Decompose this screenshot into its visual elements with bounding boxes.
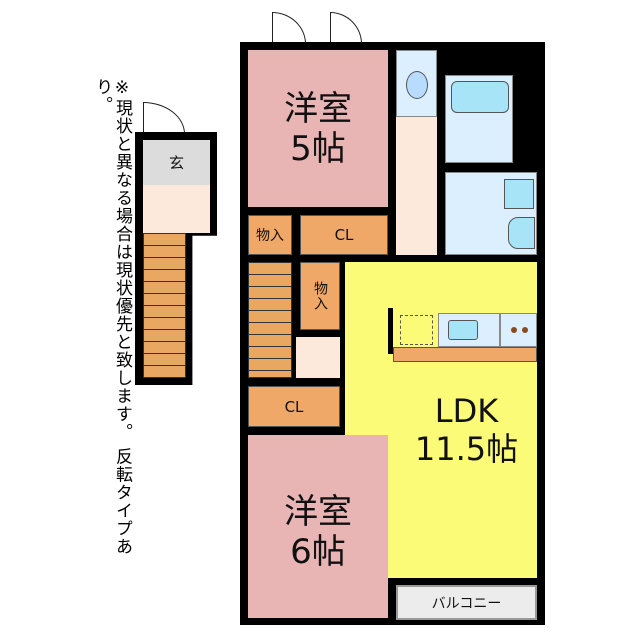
room-name: 洋室 (284, 491, 352, 532)
washing-machine-icon (504, 179, 534, 209)
entrance-door (143, 102, 185, 134)
toilet (396, 50, 437, 117)
stove-burner-icon (522, 327, 528, 333)
western-room-5: 洋室 5帖 (248, 50, 388, 207)
disclaimer-note: ※現状と異なる場合は現状優先と致します。 反転タイプあり。 (92, 78, 132, 556)
sink-icon (448, 320, 478, 340)
entrance-stairs (143, 233, 186, 378)
balcony: バルコニー (396, 585, 537, 620)
closet-2: CL (248, 386, 340, 427)
western-room-6: 洋室 6帖 (248, 435, 388, 618)
stove (500, 313, 537, 347)
hallway (396, 117, 437, 255)
room-name: 洋室 (284, 88, 352, 129)
ldk-lower (396, 420, 537, 578)
stove-burner-icon (511, 327, 517, 333)
room-name: LDK (434, 392, 499, 430)
storage-1: 物入 (248, 215, 292, 255)
washroom (445, 172, 537, 255)
kitchen-counter (393, 347, 537, 362)
bathroom (445, 75, 513, 163)
ldk-label: LDK 11.5帖 (396, 385, 537, 475)
closet-1: CL (300, 215, 388, 255)
stairs (248, 262, 292, 378)
bathtub-icon (451, 81, 509, 113)
fridge-space (400, 315, 433, 345)
sink-icon (508, 217, 535, 249)
room-size: 6帖 (290, 531, 346, 572)
window-door-1 (272, 12, 306, 44)
entrance-hall (143, 185, 210, 233)
room-size: 11.5帖 (414, 430, 519, 468)
window-door-2 (330, 12, 362, 44)
storage-2: 物入 (300, 262, 340, 330)
kitchen-sink (438, 313, 500, 347)
landing (296, 337, 340, 378)
entrance-genkan: 玄 (143, 140, 210, 185)
kitchen-wall (388, 308, 393, 354)
room-size: 5帖 (290, 128, 346, 169)
toilet-icon (406, 71, 428, 99)
